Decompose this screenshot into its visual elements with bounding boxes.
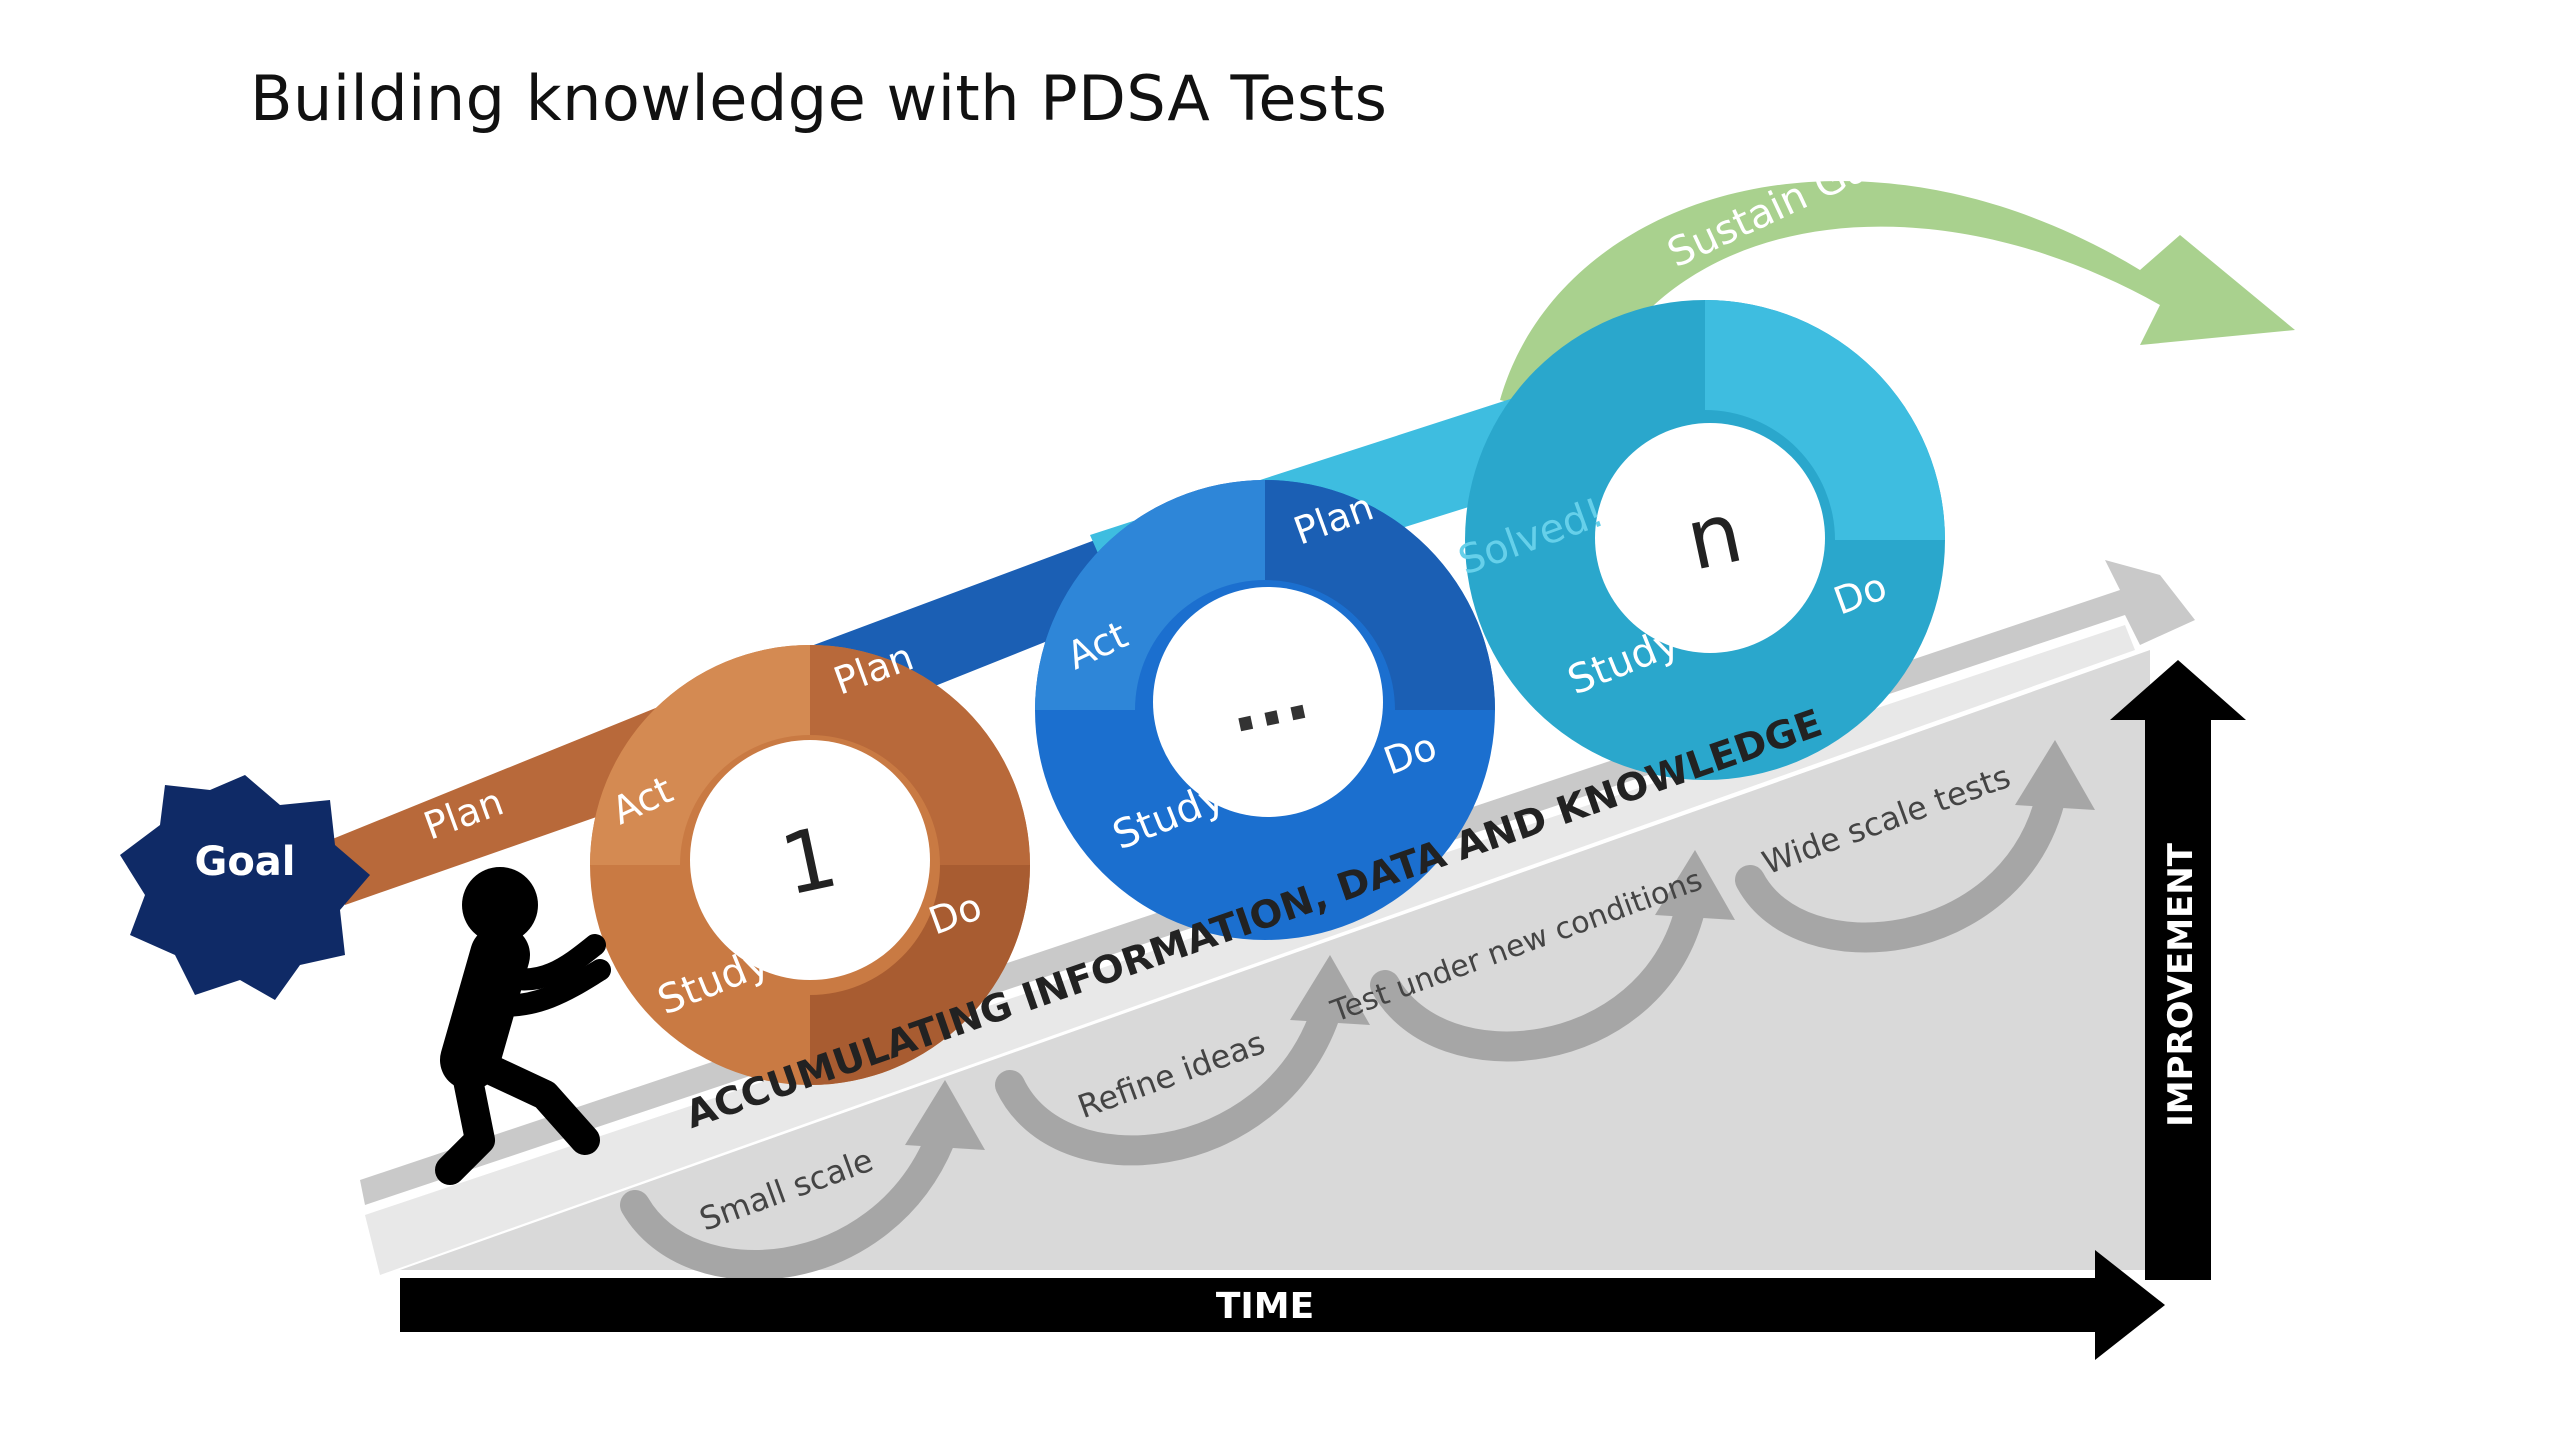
stage-arrowhead-2 bbox=[1290, 955, 1370, 1025]
stage-arrowhead-3 bbox=[1655, 850, 1735, 920]
stage-arrow-2 bbox=[995, 1000, 1340, 1166]
cycle-n bbox=[1465, 300, 1945, 780]
goal-label: Goal bbox=[194, 839, 295, 885]
diagram-title: Building knowledge with PDSA Tests bbox=[250, 62, 1388, 135]
information-band-shadow bbox=[365, 625, 2135, 1275]
improvement-label: IMPROVEMENT bbox=[2161, 842, 2201, 1127]
cycle-2-number: ... bbox=[1221, 653, 1316, 750]
person-pushing-icon bbox=[435, 867, 611, 1185]
time-label: TIME bbox=[1216, 1286, 1314, 1327]
improvement-ramp bbox=[400, 650, 2150, 1270]
goal-badge bbox=[120, 775, 370, 1000]
stage-arrowhead-4 bbox=[2015, 740, 2095, 810]
sustain-gains-arrow bbox=[1500, 180, 2295, 420]
cycle-2 bbox=[1035, 480, 1495, 940]
stage-arrowhead-1 bbox=[905, 1080, 985, 1150]
improvement-axis-arrowhead bbox=[2110, 660, 2246, 720]
stage-arrows bbox=[620, 785, 2065, 1280]
stage-arrow-1 bbox=[620, 1125, 955, 1280]
time-axis-bar bbox=[400, 1278, 2100, 1332]
time-axis-arrowhead bbox=[2095, 1250, 2165, 1360]
stage-arrow-3 bbox=[1370, 895, 1705, 1062]
improvement-axis-bar bbox=[2145, 720, 2211, 1280]
stage-arrow-4 bbox=[1735, 785, 2065, 953]
cycle-1 bbox=[590, 645, 1030, 1085]
